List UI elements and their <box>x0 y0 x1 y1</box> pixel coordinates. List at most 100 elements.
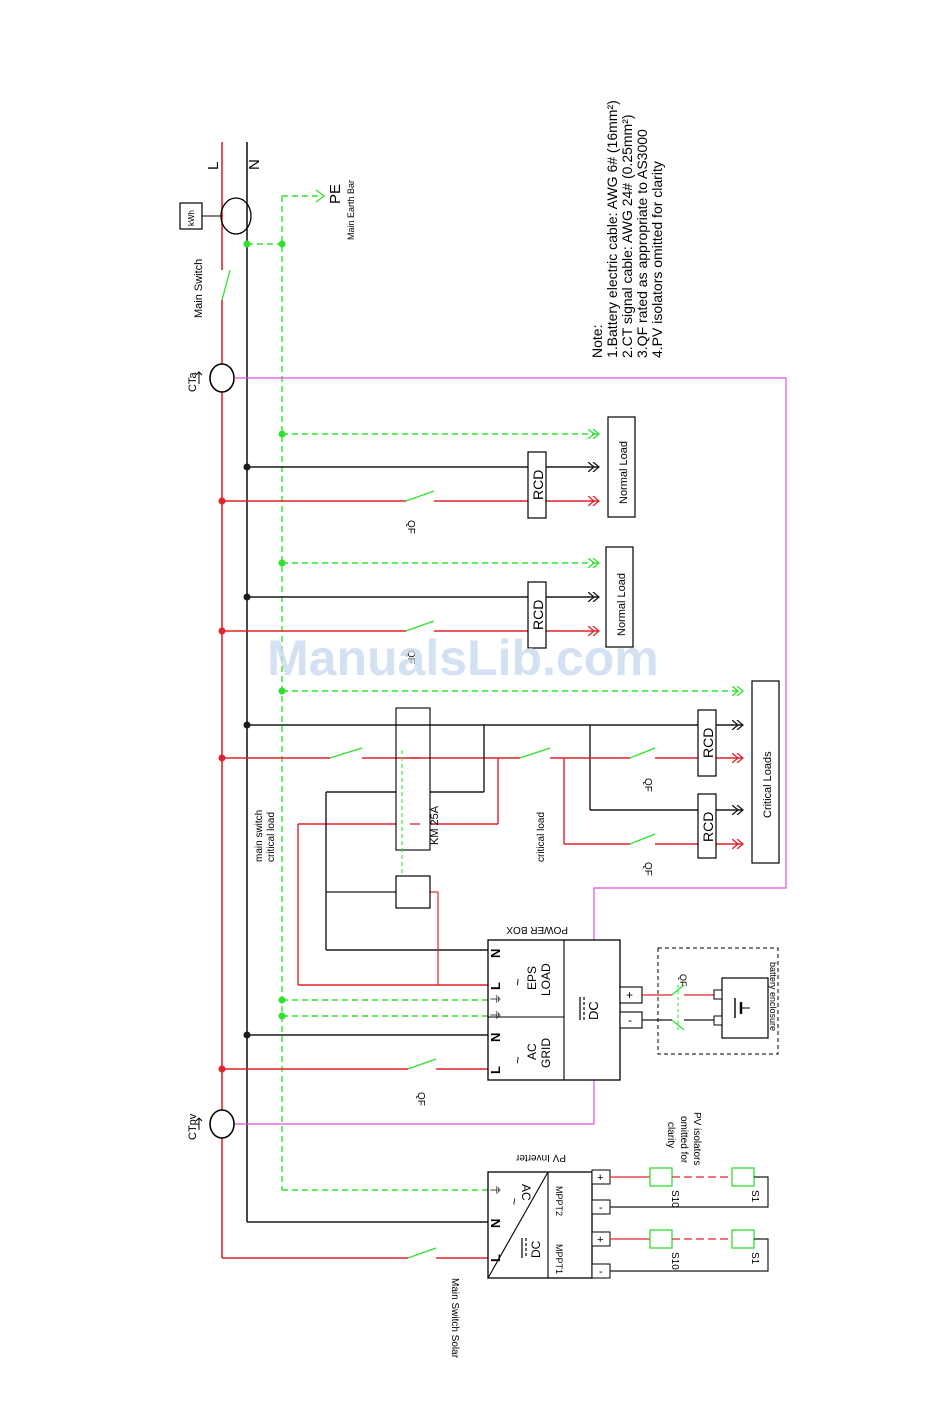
rcd-box-2 <box>527 581 547 649</box>
live-label: L <box>205 162 222 170</box>
rcd-box-3 <box>697 709 717 777</box>
note-title: Note: <box>589 325 605 358</box>
pb-dc-label: DC <box>586 1001 601 1020</box>
normal-load-2-label: Normal Load <box>616 573 628 636</box>
battery-enclosure-label: battery enclosure <box>768 962 778 1031</box>
qf-label-3: QF <box>642 778 653 792</box>
critical-load-label: critical load <box>536 812 547 862</box>
s1-label-2: S1 <box>749 1190 760 1203</box>
pv-isolators-note-1: PV isolators <box>691 1112 702 1165</box>
battery-section: + - QF battery enclosure <box>619 947 779 1055</box>
pb-grid-label: GRID <box>539 1038 553 1068</box>
kwh-meter-label: kWh <box>187 210 196 226</box>
pv-module-s1-2 <box>731 1167 755 1187</box>
main-switch: Main Switch <box>193 259 231 318</box>
power-box-title: POWER BOX <box>506 924 568 935</box>
power-box-body <box>487 939 621 1081</box>
pv-module-s10-1 <box>649 1229 673 1249</box>
critical-load-circuit: KM 25A QF QF RCD RCD Critical Loads main… <box>218 680 780 986</box>
pv-inverter: Main Switch Solar PV Inverter ⏚ N L ~ AC… <box>222 1112 769 1359</box>
main-switch-solar-label: Main Switch Solar <box>449 1278 460 1359</box>
critical-loads-label: Critical Loads <box>762 751 774 818</box>
pv-module-s10-2 <box>649 1167 673 1187</box>
pb-grid-l: L <box>488 1066 503 1074</box>
contactor-label: KM 25A <box>429 805 441 845</box>
pv-terminal-n: N <box>488 1219 503 1228</box>
pe-arrow <box>315 189 326 203</box>
pe-label: PE <box>327 184 344 204</box>
pv-isolators-note-2: omitted for <box>678 1116 689 1164</box>
mppt1-label: MPPT1 <box>554 1244 564 1274</box>
mppt1-plus: + <box>597 1234 603 1246</box>
s1-label-1: S1 <box>749 1252 760 1265</box>
battery-plus: + <box>626 988 633 1002</box>
s10-label-2: S10 <box>669 1190 680 1208</box>
normal-load-1-label: Normal Load <box>618 441 630 504</box>
rcd-label-3: RCD <box>700 728 716 758</box>
pv-terminal-pe: ⏚ <box>489 1184 503 1196</box>
ct-pv: CTpv <box>187 1109 235 1140</box>
pb-eps-l1: L <box>488 982 503 990</box>
normal-load-2-box <box>605 546 634 648</box>
watermark: ManualsLib.com <box>267 630 659 686</box>
note-1: 1.Battery electric cable: AWG 6# (16mm²) <box>604 100 620 358</box>
neutral-label: N <box>246 159 263 170</box>
ct-signal-cable <box>234 377 787 1125</box>
pb-grid-n: N <box>488 1033 503 1042</box>
pb-pe-2: ⏚ <box>489 1009 503 1021</box>
battery-minus: - <box>628 1013 632 1027</box>
ct-a-label: CTa <box>187 372 199 392</box>
pv-dc-label: DC <box>529 1240 543 1258</box>
note-4: 4.PV isolators omitted for clarity <box>649 161 665 358</box>
qf-label-grid: QF <box>415 1092 426 1106</box>
mppt2-label: MPPT2 <box>554 1186 564 1216</box>
pb-pe-1: ⏚ <box>489 993 503 1005</box>
notes: Note: 1.Battery electric cable: AWG 6# (… <box>589 100 665 358</box>
pb-eps-symbol: ~ <box>510 978 525 986</box>
battery-qf-label: QF <box>678 974 688 987</box>
kwh-meter: kWh <box>179 197 252 235</box>
rcd-label-2: RCD <box>530 600 546 630</box>
earth-bus <box>243 195 322 1190</box>
note-2: 2.CT signal cable: AWG 24# (0.25mm²) <box>619 114 635 358</box>
pv-terminal-l: L <box>488 1254 503 1262</box>
pv-module-s1-1 <box>731 1229 755 1249</box>
pb-eps-label: EPS <box>525 966 539 990</box>
main-switch-label: Main Switch <box>193 259 205 318</box>
main-switch-critical-line2: critical load <box>266 812 277 862</box>
rcd-label-4: RCD <box>700 812 716 842</box>
rcd-box-4 <box>697 793 717 859</box>
qf-label-4: QF <box>642 862 653 876</box>
mppt2-minus: - <box>599 1202 603 1214</box>
normal-load-2-circuit: QF RCD Normal Load <box>218 546 634 664</box>
note-3: 3.QF rated as appropriate to AS3000 <box>634 129 650 358</box>
mppt1-minus: - <box>599 1266 603 1278</box>
normal-load-1-circuit: QF RCD Normal Load <box>218 416 636 534</box>
pb-ac-label: AC <box>525 1043 539 1060</box>
earth-bar-label: Main Earth Bar <box>346 180 356 240</box>
qf-label-2: QF <box>405 650 416 664</box>
main-switch-critical-line1: main switch <box>254 810 265 862</box>
battery-enclosure <box>657 947 779 1055</box>
s10-label-1: S10 <box>669 1252 680 1270</box>
power-box: QF POWER BOX N L ⏚ ⏚ N L ~ EPS LOAD ~ AC… <box>218 924 621 1106</box>
pv-ac-label: AC <box>519 1184 533 1201</box>
pv-ac-symbol: ~ <box>507 1198 521 1205</box>
rcd-box-1 <box>527 451 547 519</box>
pb-eps-n: N <box>488 949 503 958</box>
mppt2-plus: + <box>597 1172 603 1184</box>
pb-grid-symbol: ~ <box>510 1056 525 1064</box>
pv-inverter-body <box>487 1171 593 1279</box>
contactor-km <box>395 707 431 851</box>
normal-load-1-box <box>607 416 636 518</box>
critical-loads-box <box>751 680 780 864</box>
pv-isolators-note-3: clarity <box>665 1122 676 1148</box>
ct-pv-label: CTpv <box>187 1113 199 1140</box>
pv-inverter-title: PV Inverter <box>515 1152 566 1163</box>
pb-eps-load-label: LOAD <box>539 963 553 996</box>
rcd-label-1: RCD <box>530 470 546 500</box>
ct-a: CTa <box>187 363 235 393</box>
contactor-coil <box>395 875 431 909</box>
qf-label-1: QF <box>405 520 416 534</box>
